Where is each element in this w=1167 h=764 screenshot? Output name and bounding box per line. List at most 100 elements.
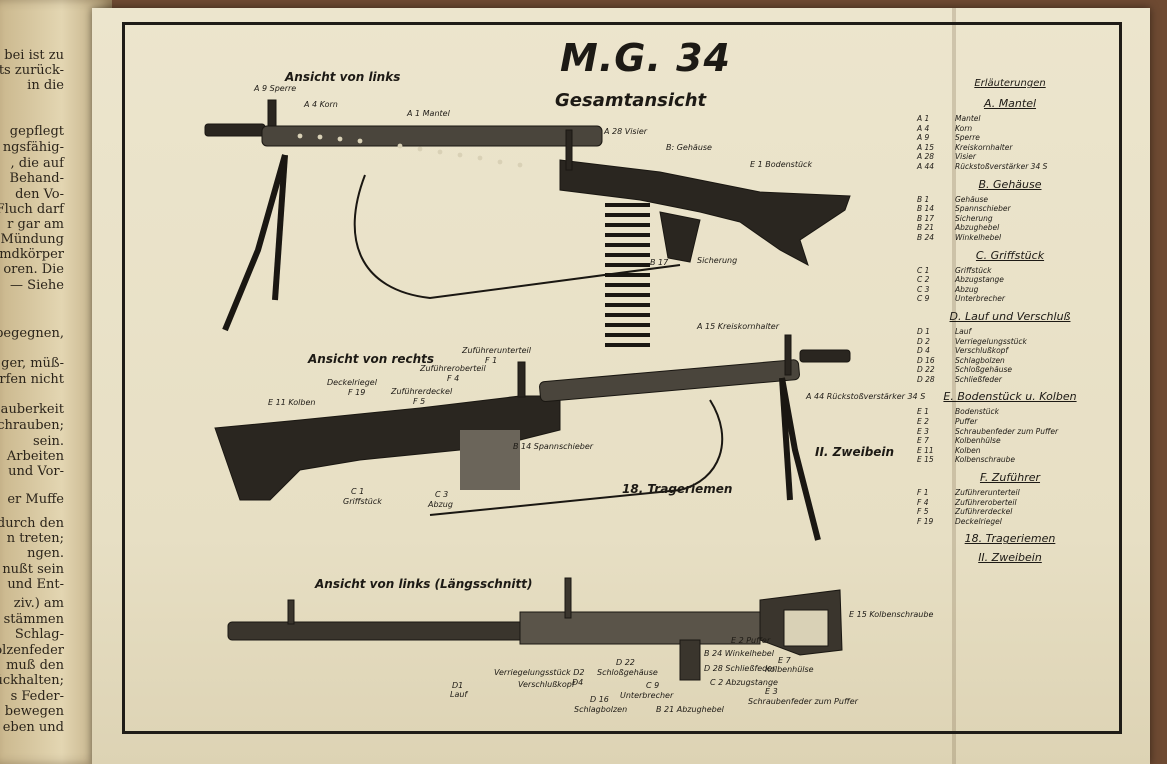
legend-code: A 1 xyxy=(917,114,930,123)
left-page-line: gepflegt xyxy=(9,124,64,139)
view-label-section: Ansicht von links (Längsschnitt) xyxy=(315,577,533,591)
legend-name: Unterbrecher xyxy=(955,294,1005,304)
legend-name: Bodenstück xyxy=(955,407,999,417)
label-d28: D 28 Schließfeder xyxy=(704,664,776,673)
legend-code: D 28 xyxy=(917,374,935,384)
left-page-line: oren. Die xyxy=(3,262,64,277)
legend-code: F 1 xyxy=(917,488,929,498)
legend-name: Griffstück xyxy=(955,265,992,275)
left-page-line: ts zurück- xyxy=(0,63,64,78)
legend-section-heading: II. Zweibein xyxy=(978,551,1042,565)
label-d22: D 22 xyxy=(616,658,635,667)
left-page-line: n treten; xyxy=(6,531,64,546)
legend-name: Lauf xyxy=(955,326,972,336)
left-page-line: ger, müß- xyxy=(1,356,64,371)
legend-name: Verriegelungsstück xyxy=(955,336,1027,346)
legend-code: A 44 xyxy=(917,161,935,171)
left-page-line: chrauben; xyxy=(0,418,64,433)
page-fold xyxy=(952,8,956,764)
left-page-line: Arbeiten xyxy=(6,449,64,464)
left-page-line: emdkörper xyxy=(0,247,64,262)
label-kolbenhuelse: Kolbenhülse xyxy=(765,665,814,674)
label-abzug: Abzug xyxy=(428,500,453,509)
left-page-line: in die xyxy=(27,78,64,93)
legend-code: B 1 xyxy=(917,194,930,204)
legend-name: Rückstoßverstärker 34 S xyxy=(955,161,1048,171)
label-e1: E 1 Bodenstück xyxy=(750,160,813,169)
legend-section-heading: C. Griffstück xyxy=(975,248,1045,262)
legend-code: A 28 xyxy=(917,152,935,162)
view-label-left: Ansicht von links xyxy=(285,70,401,84)
label-e15: E 15 Kolbenschraube xyxy=(849,610,934,619)
legend-code: A 9 xyxy=(917,133,930,143)
legend-name: Kreiskornhalter xyxy=(955,142,1013,152)
legend-section-heading: D. Lauf und Verschluß xyxy=(949,309,1071,323)
label-b21: B 21 Abzughebel xyxy=(656,705,724,714)
left-page-line: den Vo- xyxy=(15,187,64,202)
label-zufuehreroberteil: Zuführeroberteil xyxy=(420,364,486,373)
left-page-line: Schlag- xyxy=(14,627,64,642)
label-e3: E 3 xyxy=(765,687,778,696)
legend-name: Winkelhebel xyxy=(955,232,1002,242)
diagram-title: M.G. 34 xyxy=(560,36,731,80)
left-page-line: begegnen, xyxy=(0,326,64,341)
legend-code: B 17 xyxy=(917,213,935,223)
legend-name: Abzughebel xyxy=(955,223,1000,233)
left-page-line: und Ent- xyxy=(7,577,64,592)
legend-row: C 9 Unterbrecher xyxy=(905,294,1115,304)
label-f4: F 4 xyxy=(447,374,460,383)
label-b17: B 17 xyxy=(650,258,669,267)
legend-name: Zuführerdeckel xyxy=(955,507,1013,517)
label-a4: A 4 Korn xyxy=(304,100,338,109)
legend-name: Deckelriegel xyxy=(955,516,1002,526)
label-e2: E 2 Puffer xyxy=(731,636,771,645)
label-d16: D 16 xyxy=(590,695,609,704)
legend-name: Schloßgehäuse xyxy=(955,365,1013,375)
legend-code: E 3 xyxy=(917,426,929,436)
left-page-line: und Vor- xyxy=(8,464,64,479)
view-label-right: Ansicht von rechts xyxy=(308,352,435,366)
legend-row: B 21 Abzughebel xyxy=(905,223,1115,233)
diagram-subtitle: Gesamtansicht xyxy=(555,90,707,111)
left-page-line: Rückhalten; xyxy=(0,673,64,688)
legend-code: E 1 xyxy=(917,407,929,417)
legend-row: E 1 Bodenstück xyxy=(905,407,1115,417)
left-page-line: r gar am xyxy=(7,217,64,232)
legend-code: C 9 xyxy=(917,294,930,304)
legend-name: Kolben xyxy=(955,445,981,455)
legend-code: B 21 xyxy=(917,223,935,233)
left-page-line: muß den xyxy=(6,658,64,673)
left-page-line: stämmen xyxy=(3,612,64,627)
legend-code: E 7 xyxy=(917,436,929,446)
gun-middle xyxy=(214,334,851,541)
label-f5: F 5 xyxy=(413,397,426,406)
label-trageriemen: 18. Trageriemen xyxy=(622,482,733,496)
label-a15: A 15 Kreiskornhalter xyxy=(697,322,780,331)
left-page-line: ngsfähig- xyxy=(2,140,64,155)
left-page-line: sein. xyxy=(32,434,64,449)
left-page-line: bewegen xyxy=(4,704,64,719)
legend-name: Visier xyxy=(955,152,976,162)
label-schlossgehaeuse: Schloßgehäuse xyxy=(597,668,658,677)
left-page-line: , die auf xyxy=(10,156,64,171)
legend-code: C 1 xyxy=(917,265,930,275)
legend-name: Zuführeroberteil xyxy=(955,497,1017,507)
legend-name: Kolbenschraube xyxy=(955,455,1016,465)
label-c2: C 2 Abzugstange xyxy=(710,678,778,687)
label-a1: A 1 Mantel xyxy=(407,109,450,118)
label-a9: A 9 Sperre xyxy=(254,84,297,93)
